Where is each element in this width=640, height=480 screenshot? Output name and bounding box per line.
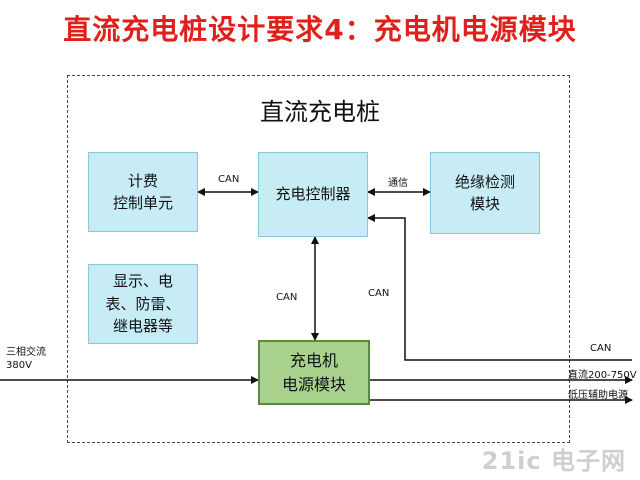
- label-comm-insulation: 通信: [388, 178, 408, 189]
- label-out-dc: 直流200-750V: [568, 370, 637, 381]
- link-can-external: [367, 214, 632, 361]
- page-title: 直流充电桩设计要求4：充电机电源模块: [63, 13, 577, 46]
- dc-charging-pile-boundary: [67, 75, 570, 443]
- insulation-detection-module: 绝缘检测 模块: [430, 152, 540, 234]
- watermark-logo: 21ic 电子网: [481, 447, 626, 475]
- charger-power-module: 充电机 电源模块: [258, 340, 370, 405]
- label-out-aux: 低压辅助电源: [568, 390, 628, 401]
- label-can-billing: CAN: [218, 174, 240, 185]
- display-meter-relay-unit: 显示、电 表、防雷、 继电器等: [88, 264, 198, 344]
- charge-controller: 充电控制器: [258, 152, 368, 237]
- label-ac-input: 三相交流 380V: [6, 347, 46, 371]
- billing-control-unit: 计费 控制单元: [88, 152, 198, 232]
- label-can-right: CAN: [368, 288, 390, 299]
- container-title: 直流充电桩: [260, 98, 380, 126]
- label-out-can: CAN: [590, 343, 612, 354]
- label-can-vertical: CAN: [276, 292, 298, 303]
